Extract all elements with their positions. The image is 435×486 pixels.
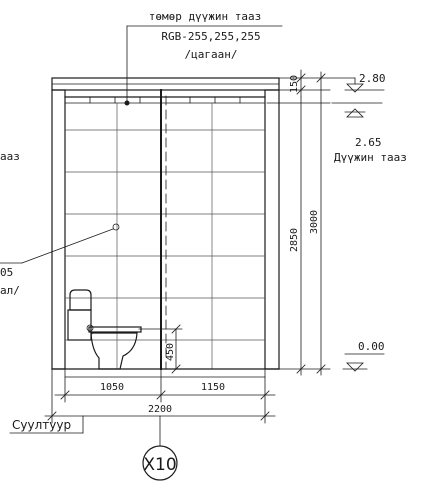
level-marker-ceiling: 2.65 Дүүжин тааз — [331, 102, 407, 164]
bottom-dimensions: 1050 1150 2200 — [44, 369, 276, 424]
total-width-dim: 2200 — [148, 404, 172, 415]
tile-callout-marker — [112, 223, 120, 231]
left-width-dim: 1050 — [100, 382, 124, 393]
clear-height-dim: 2850 — [289, 228, 300, 252]
level-marker-floor: 0.00 — [342, 340, 385, 372]
ceiling-callout-line1: төмөр дүүжин тааз — [149, 10, 262, 23]
level-marker-top: 2.80 — [344, 72, 386, 93]
level-ceiling-label: Дүүжин тааз — [334, 151, 407, 164]
left-callout-lower-line2: ал/ — [0, 284, 20, 297]
right-wall — [264, 89, 280, 370]
grid-axis-bubble: X10 — [142, 415, 178, 481]
ceiling-slab — [51, 77, 280, 91]
vertical-dimensions: 150 2850 3000 — [266, 69, 356, 376]
left-callout-lower-line1: 05 — [0, 266, 13, 279]
suspended-ceiling — [64, 96, 266, 104]
fixture-label-group: Суултуур — [9, 415, 84, 434]
right-width-dim: 1150 — [201, 382, 225, 393]
ceiling-callout-line3: /цагаан/ — [185, 48, 238, 61]
floor — [51, 368, 280, 378]
left-wall — [51, 89, 66, 370]
grid-axis-label: X10 — [143, 455, 176, 475]
toilet-fixture: 450 — [67, 289, 183, 374]
fixture-label: Суултуур — [12, 418, 71, 432]
slab-dim: 150 — [289, 75, 300, 93]
level-ceiling-value: 2.65 — [355, 136, 382, 149]
partition — [160, 89, 167, 370]
level-top-value: 2.80 — [359, 72, 386, 85]
ceiling-callout-line2: RGB-255,255,255 — [161, 30, 260, 43]
tile-callout: ааз 05 ал/ — [0, 150, 120, 297]
level-floor-value: 0.00 — [358, 340, 385, 353]
total-height-dim: 3000 — [309, 210, 320, 234]
fixture-height-dim: 450 — [165, 343, 176, 361]
ceiling-callout: төмөр дүүжин тааз RGB-255,255,255 /цагаа… — [124, 10, 283, 106]
left-callout-upper: ааз — [0, 150, 20, 163]
